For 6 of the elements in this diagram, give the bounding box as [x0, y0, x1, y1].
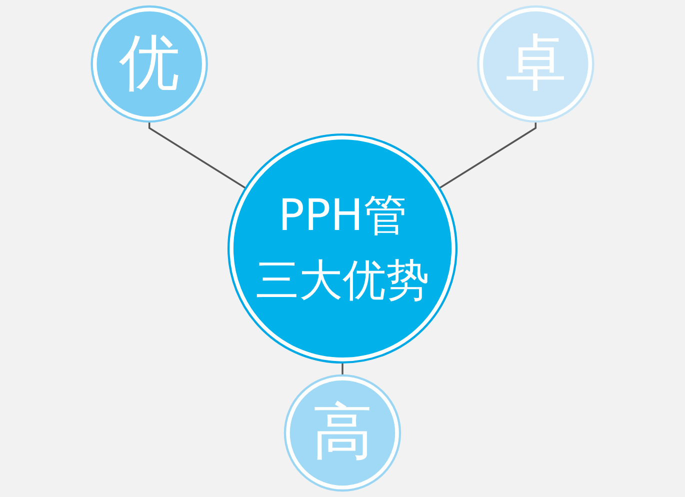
connector	[342, 362, 344, 376]
node-circle: 高	[284, 374, 402, 492]
node-circle: PPH管 三大优势	[227, 133, 458, 364]
node-circle: 优	[90, 5, 208, 123]
connector	[148, 122, 246, 189]
connector	[438, 122, 537, 189]
